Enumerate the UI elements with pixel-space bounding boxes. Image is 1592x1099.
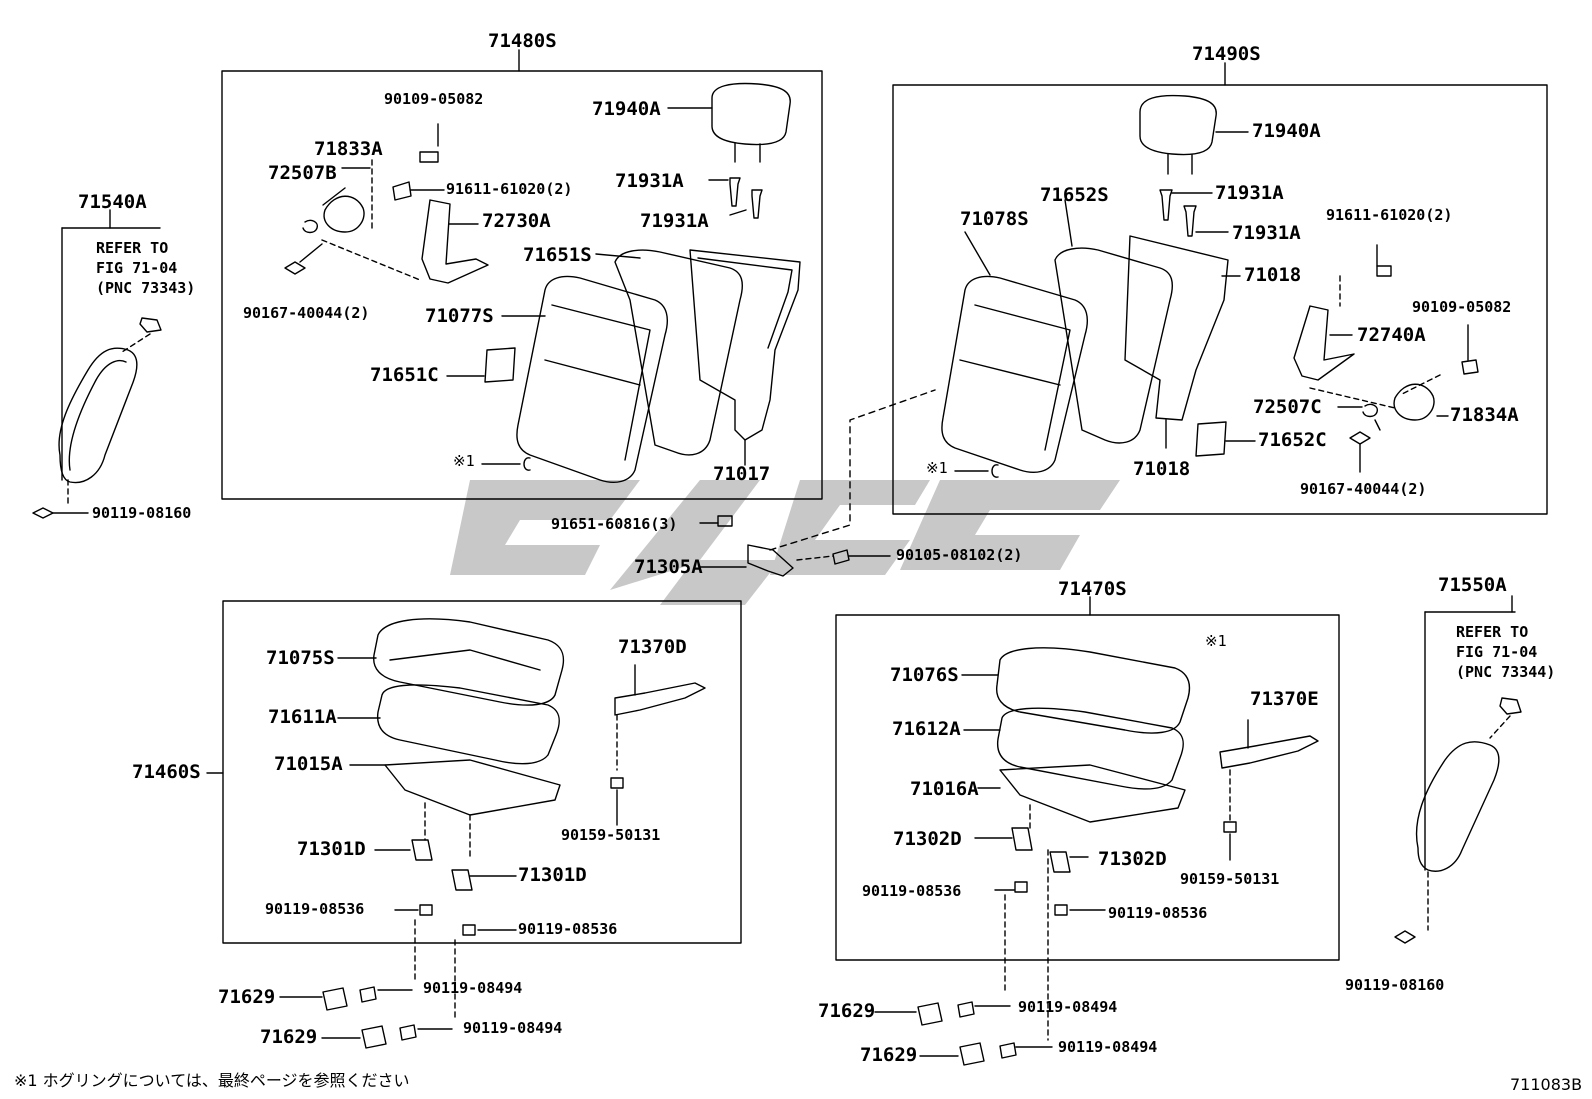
part-label-71302D: 71302D (893, 828, 962, 850)
part-label-90159-50131: 90159-50131 (1180, 870, 1280, 888)
part-label-91611-61020: 91611-61020(2) (1326, 206, 1453, 224)
part-label-71018: 71018 (1244, 264, 1302, 286)
part-label-90119-08494: 90119-08494 (1018, 998, 1118, 1016)
part-label-72507B: 72507B (268, 162, 337, 184)
part-label-91651-60816: 91651-60816(3) (551, 515, 678, 533)
part-label-90119-08160: 90119-08160 (92, 504, 192, 522)
part-label-90167-40044: 90167-40044(2) (1300, 480, 1427, 498)
part-label-71931A: 71931A (615, 170, 684, 192)
part-label-71931A: 71931A (1215, 182, 1284, 204)
footnote: ※1 ホグリングについては、最終ページを参照ください (14, 1071, 410, 1090)
part-label-71652C: 71652C (1258, 429, 1327, 451)
figure-number: 711083B (1510, 1075, 1583, 1094)
part-label-71611A: 71611A (268, 706, 337, 728)
seat-cushion-assembly-left (279, 618, 706, 1049)
group-box-71490S (892, 84, 1548, 515)
part-label-72730A: 72730A (482, 210, 551, 232)
part-label-90119-08160: 90119-08160 (1345, 976, 1445, 994)
part-label-71931A: 71931A (640, 210, 709, 232)
group-title-71460S: 71460S (132, 761, 201, 783)
part-label-72507C: 72507C (1253, 396, 1322, 418)
group-box-71460S (222, 600, 742, 944)
part-label-71651S: 71651S (523, 244, 592, 266)
hog-ring-note: ※1 (926, 459, 948, 477)
part-label-71550A: 71550A (1438, 574, 1507, 596)
part-label-71652S: 71652S (1040, 184, 1109, 206)
seat-cushion-assembly-right (874, 647, 1319, 1066)
group-box-71470S (835, 614, 1340, 961)
part-label-71305A: 71305A (634, 556, 703, 578)
part-label-71940A: 71940A (592, 98, 661, 120)
part-label-90109-05082: 90109-05082 (1412, 298, 1512, 316)
part-label-71301D: 71301D (518, 864, 587, 886)
group-box-71480S (221, 70, 823, 500)
part-label-71370D: 71370D (618, 636, 687, 658)
part-label-71017: 71017 (713, 463, 771, 485)
part-label-90119-08536: 90119-08536 (1108, 904, 1208, 922)
part-label-71301D: 71301D (297, 838, 366, 860)
pillar-trim-left (32, 209, 162, 519)
seatback-assembly-left (284, 82, 801, 483)
group-title-71480S: 71480S (488, 30, 557, 52)
watermark-logo (450, 480, 1120, 605)
part-label-71540A: 71540A (78, 191, 147, 213)
part-label-90119-08494: 90119-08494 (423, 979, 523, 997)
part-label-71018: 71018 (1133, 458, 1191, 480)
part-label-71833A: 71833A (314, 138, 383, 160)
seatback-assembly-right (941, 94, 1479, 478)
part-label-90119-08494: 90119-08494 (463, 1019, 563, 1037)
pillar-trim-right (1394, 595, 1522, 944)
part-label-90119-08494: 90119-08494 (1058, 1038, 1158, 1056)
part-label-91611-61020: 91611-61020(2) (446, 180, 573, 198)
part-label-71931A: 71931A (1232, 222, 1301, 244)
part-label-71077S: 71077S (425, 305, 494, 327)
group-title-71470S: 71470S (1058, 578, 1127, 600)
part-label-71370E: 71370E (1250, 688, 1319, 710)
part-label-90119-08536: 90119-08536 (862, 882, 962, 900)
part-label-71629: 71629 (218, 986, 276, 1008)
part-label-71612A: 71612A (892, 718, 961, 740)
hog-ring-note: ※1 (1205, 632, 1227, 650)
part-label-90119-08536: 90119-08536 (518, 920, 618, 938)
refer-note-right: REFER TO FIG 71-04 (PNC 73344) (1456, 623, 1556, 681)
part-label-90105-08102: 90105-08102(2) (896, 546, 1023, 564)
part-label-71075S: 71075S (266, 647, 335, 669)
part-label-90167-40044: 90167-40044(2) (243, 304, 370, 322)
part-label-90109-05082: 90109-05082 (384, 90, 484, 108)
part-label-71651C: 71651C (370, 364, 439, 386)
part-label-71076S: 71076S (890, 664, 959, 686)
part-label-72740A: 72740A (1357, 324, 1426, 346)
part-label-71834A: 71834A (1450, 404, 1519, 426)
part-label-90119-08536: 90119-08536 (265, 900, 365, 918)
part-label-90159-50131: 90159-50131 (561, 826, 661, 844)
refer-note-left: REFER TO FIG 71-04 (PNC 73343) (96, 239, 196, 297)
part-label-71302D: 71302D (1098, 848, 1167, 870)
part-label-71015A: 71015A (274, 753, 343, 775)
part-label-71078S: 71078S (960, 208, 1029, 230)
part-label-71629: 71629 (260, 1026, 318, 1048)
part-label-71629: 71629 (818, 1000, 876, 1022)
seat-bracket-center (699, 389, 936, 577)
part-label-71940A: 71940A (1252, 120, 1321, 142)
group-title-71490S: 71490S (1192, 43, 1261, 65)
part-label-71629: 71629 (860, 1044, 918, 1066)
hog-ring-note: ※1 (453, 452, 475, 470)
part-label-71016A: 71016A (910, 778, 979, 800)
